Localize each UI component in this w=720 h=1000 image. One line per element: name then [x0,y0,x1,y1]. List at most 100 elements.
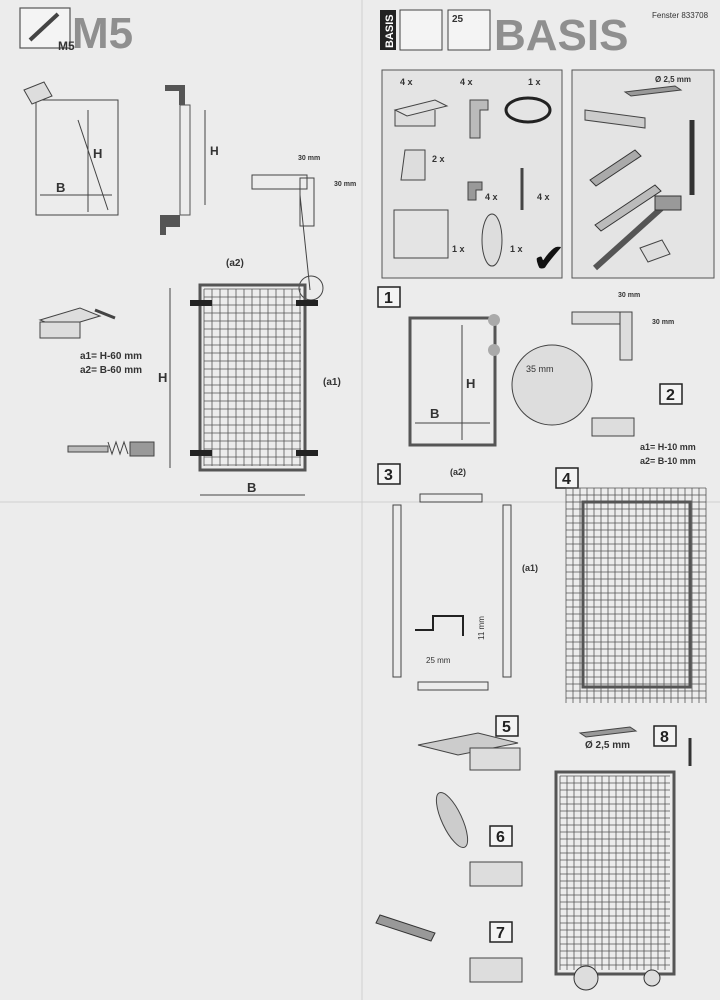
mesh-grid [203,288,301,466]
window-outline [35,99,119,216]
profile-bottom [160,215,180,235]
step-3-bar-bottom [417,681,489,691]
leader-line [299,194,311,291]
profile-section: H [160,85,219,235]
basis-header: BASIS 25 BASIS Fenster 833708 [380,9,709,60]
step-2-profile [591,417,635,437]
step-1-window [408,316,497,447]
saw-icon [584,109,646,129]
step-6-profile [469,861,523,887]
step-5-profile [417,732,519,756]
step-2-number: 2 [666,387,675,404]
height-label: H [93,146,102,161]
part-corner-icon [469,99,489,139]
clip-1 [190,300,212,306]
step-7-number: 7 [496,925,505,942]
step-8-drill-label: Ø 2,5 mm [585,740,630,751]
formula-a1-left: a1= H-60 mm [80,351,142,362]
step-1-box [377,286,401,308]
step-5: 5 [417,715,521,771]
step-3-a1-label: (a1) [522,563,538,573]
check-mark-icon: ✔ [532,236,566,282]
corner-bar-vertical [299,177,315,227]
step-6: 6 [435,791,523,887]
step-3-number: 3 [384,467,393,484]
step-8-number: 8 [660,729,669,746]
profile-height-label: H [210,144,219,158]
step-5-number: 5 [502,719,511,736]
clip-3 [190,450,212,456]
step-2-formula-a1: a1= H-10 mm [640,442,696,452]
cutter-knife-icon [589,149,642,187]
step-3: 3 (a2) (a1) 25 mm 11 mm [377,463,538,691]
corner-detail-left: 30 mm 30 mm [251,155,356,301]
insert-pin [94,308,116,320]
step-6-roller-tool [435,791,469,849]
step-3-bar-right [502,504,512,678]
step-1-marker-top [488,314,500,326]
a2-label-left: (a2) [226,258,244,269]
insert-profile-front [39,321,81,339]
step-1-h-label: H [466,376,475,391]
part-qty-3: 1 x [528,77,541,87]
part-mesh-icon [393,209,449,259]
formula-a2-left: a2= B-60 mm [80,365,142,376]
step-5-box [495,715,519,737]
profile-body [179,104,191,216]
part-roller-icon [481,213,503,267]
frame-height-label: H [158,370,167,385]
part-qty-4: 2 x [432,154,445,164]
step-6-box [489,825,513,847]
dim-30-side: 30 mm [334,181,356,188]
window-measure-sketch: H B [23,81,119,216]
step-1-number: 1 [384,290,393,307]
part-qty-7: 1 x [452,244,465,254]
step-7-profile [469,957,523,983]
basis-badge [380,10,396,50]
screwdriver-icon [28,12,60,42]
step-2-formula-a2: a2= B-10 mm [640,456,696,466]
frame-width-label: B [247,480,256,495]
basis-badge-num: 25 [452,14,464,25]
step-1-dim-30-b: 30 mm [652,319,674,326]
basis-icon-box-2 [447,9,491,51]
hammer-head-icon [654,195,682,211]
step-1-bar-v [619,311,633,361]
step-1-dim-30-a: 30 mm [618,292,640,299]
part-qty-5: 4 x [485,192,498,202]
mesh-frame-left: H B (a2) (a1) [158,258,341,496]
m5-title: M5 [72,9,133,58]
spring-pin [67,440,155,457]
article-number: Fenster 833708 [652,11,709,20]
part-qty-6: 4 x [537,192,550,202]
step-1-bar-h [571,311,628,325]
corner-bar-horizontal [251,174,308,190]
step-2-box [659,383,683,405]
m5-small-label: M5 [58,39,75,53]
basis-badge-text: BASIS [384,14,396,48]
frame-outline [198,283,307,472]
part-clip-icon [400,149,426,181]
step-3-bar-top [419,493,483,503]
part-cord-icon [504,96,552,124]
step-8-mesh-grid [559,775,670,970]
a1-label-left: (a1) [323,377,341,388]
step-8: 8 Ø 2,5 mm [554,725,692,991]
dim-30-top: 30 mm [298,155,320,162]
step-3-dim-11: 11 mm [477,616,486,640]
step-1: 1 H B 35 mm 30 mm 30 mm [377,286,674,447]
m5-header: M5 M5 [19,7,133,58]
drill-size-label: Ø 2,5 mm [655,75,691,84]
basis-title: BASIS [494,11,628,60]
clip-4 [296,450,318,456]
step-7: 7 [375,914,523,983]
hammer-handle-icon [592,202,668,271]
step-4: 4 [555,467,707,703]
spring-head [129,441,155,457]
step-1-marker-mid [488,344,500,356]
profile-insert-sketch [38,307,116,339]
tools-corner-icon [639,239,671,263]
spring-coil [107,440,129,456]
screwdriver-tool-icon [594,184,662,232]
